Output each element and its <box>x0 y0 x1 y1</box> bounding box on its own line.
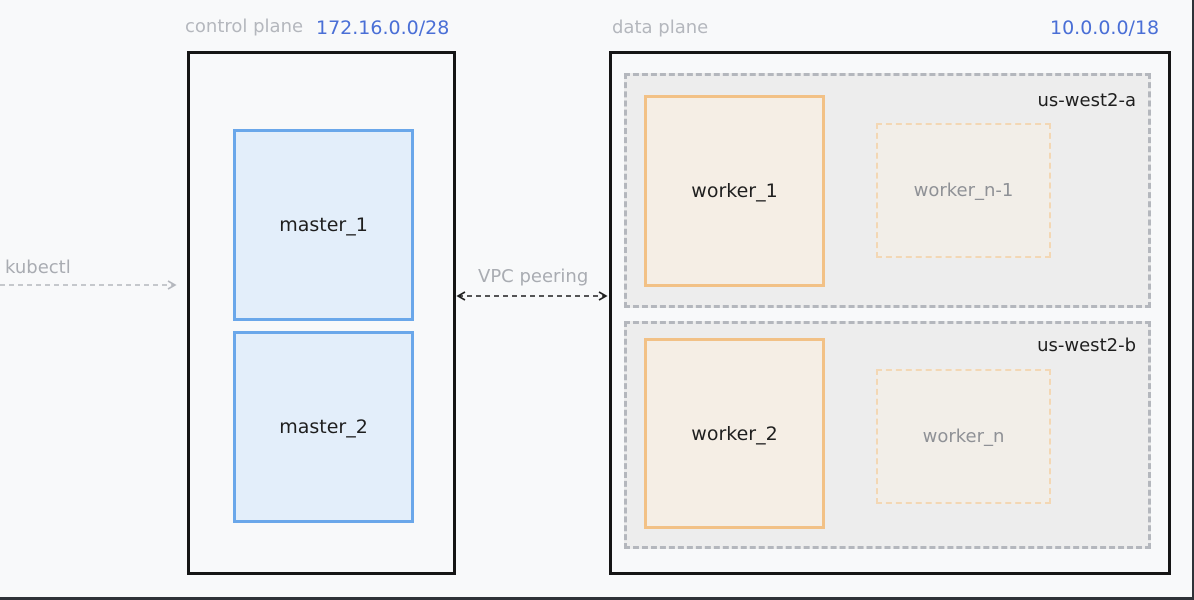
worker-placeholder-label: worker_n-1 <box>913 180 1014 201</box>
kubectl-label: kubectl <box>5 257 71 278</box>
worker-node: worker_2 <box>644 338 825 529</box>
master-node: master_2 <box>233 331 414 523</box>
worker-node-label: worker_2 <box>691 422 778 445</box>
data-plane-cidr: 10.0.0.0/18 <box>1050 17 1160 39</box>
master-node: master_1 <box>233 129 414 321</box>
zone-label: us-west2-b <box>1037 335 1136 356</box>
vpc-peering-label: VPC peering <box>478 266 589 287</box>
worker-placeholder: worker_n <box>876 369 1051 504</box>
master-node-label: master_1 <box>279 214 368 236</box>
zone-label: us-west2-a <box>1037 90 1137 111</box>
data-plane-label: data plane <box>612 17 709 38</box>
worker-placeholder: worker_n-1 <box>876 123 1051 258</box>
worker-node-label: worker_1 <box>691 180 778 202</box>
master-node-label: master_2 <box>279 416 368 438</box>
worker-placeholder-label: worker_n <box>922 426 1005 447</box>
worker-node: worker_1 <box>644 95 825 287</box>
control-plane-cidr: 172.16.0.0/28 <box>316 17 450 39</box>
control-plane-label: control plane <box>185 16 304 37</box>
